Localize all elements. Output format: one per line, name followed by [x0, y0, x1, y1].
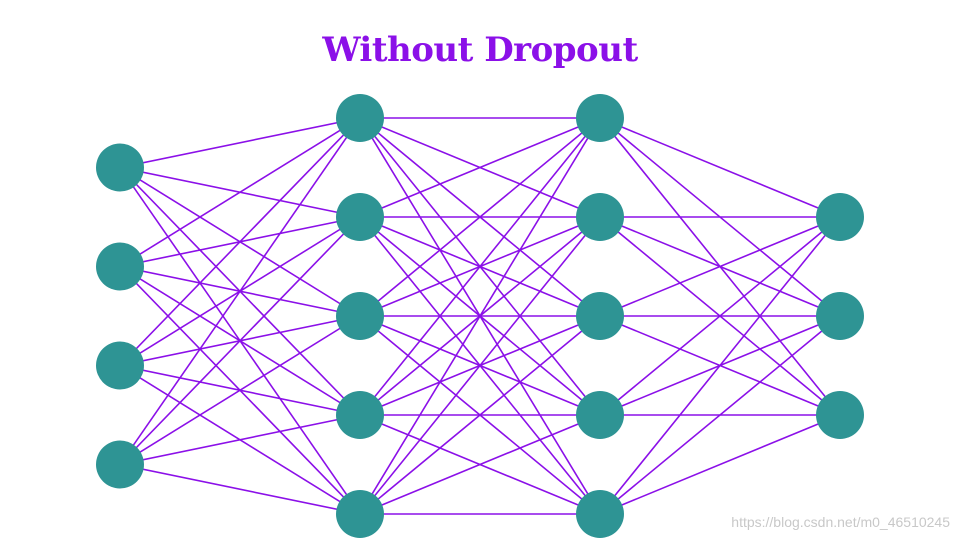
connection-line	[359, 315, 601, 515]
connection-line	[359, 117, 601, 317]
neuron-node	[576, 391, 624, 439]
neuron-node	[576, 193, 624, 241]
neuron-node	[576, 94, 624, 142]
neuron-node	[816, 391, 864, 439]
connection-line	[599, 315, 841, 515]
neuron-node	[96, 440, 144, 489]
neuron-node	[336, 490, 384, 538]
connection-line	[119, 117, 361, 465]
neuron-node	[96, 242, 144, 291]
diagram-title: Without Dropout	[322, 30, 638, 70]
neuron-nodes	[96, 94, 864, 538]
connection-line	[119, 315, 361, 466]
connection-lines	[119, 117, 841, 515]
connection-line	[599, 216, 841, 416]
connection-line	[119, 117, 361, 268]
neuron-node	[576, 292, 624, 340]
connection-line	[599, 216, 841, 515]
connection-line	[359, 117, 601, 515]
neuron-node	[96, 341, 144, 390]
connection-line	[359, 117, 601, 218]
connection-line	[599, 216, 841, 317]
neuron-node	[336, 391, 384, 439]
connection-line	[119, 414, 361, 466]
connection-line	[599, 117, 841, 218]
connection-line	[119, 117, 361, 169]
connection-line	[599, 414, 841, 515]
neuron-node	[816, 193, 864, 241]
neuron-node	[336, 94, 384, 142]
neuron-node	[96, 143, 144, 192]
connection-line	[119, 216, 361, 466]
connection-line	[359, 117, 601, 416]
neuron-node	[576, 490, 624, 538]
connection-line	[359, 216, 601, 515]
neuron-node	[336, 292, 384, 340]
connection-line	[119, 117, 361, 367]
connection-line	[119, 463, 361, 515]
neuron-node	[816, 292, 864, 340]
connection-line	[359, 414, 601, 515]
watermark-url: https://blog.csdn.net/m0_46510245	[731, 514, 950, 530]
neuron-node	[336, 193, 384, 241]
